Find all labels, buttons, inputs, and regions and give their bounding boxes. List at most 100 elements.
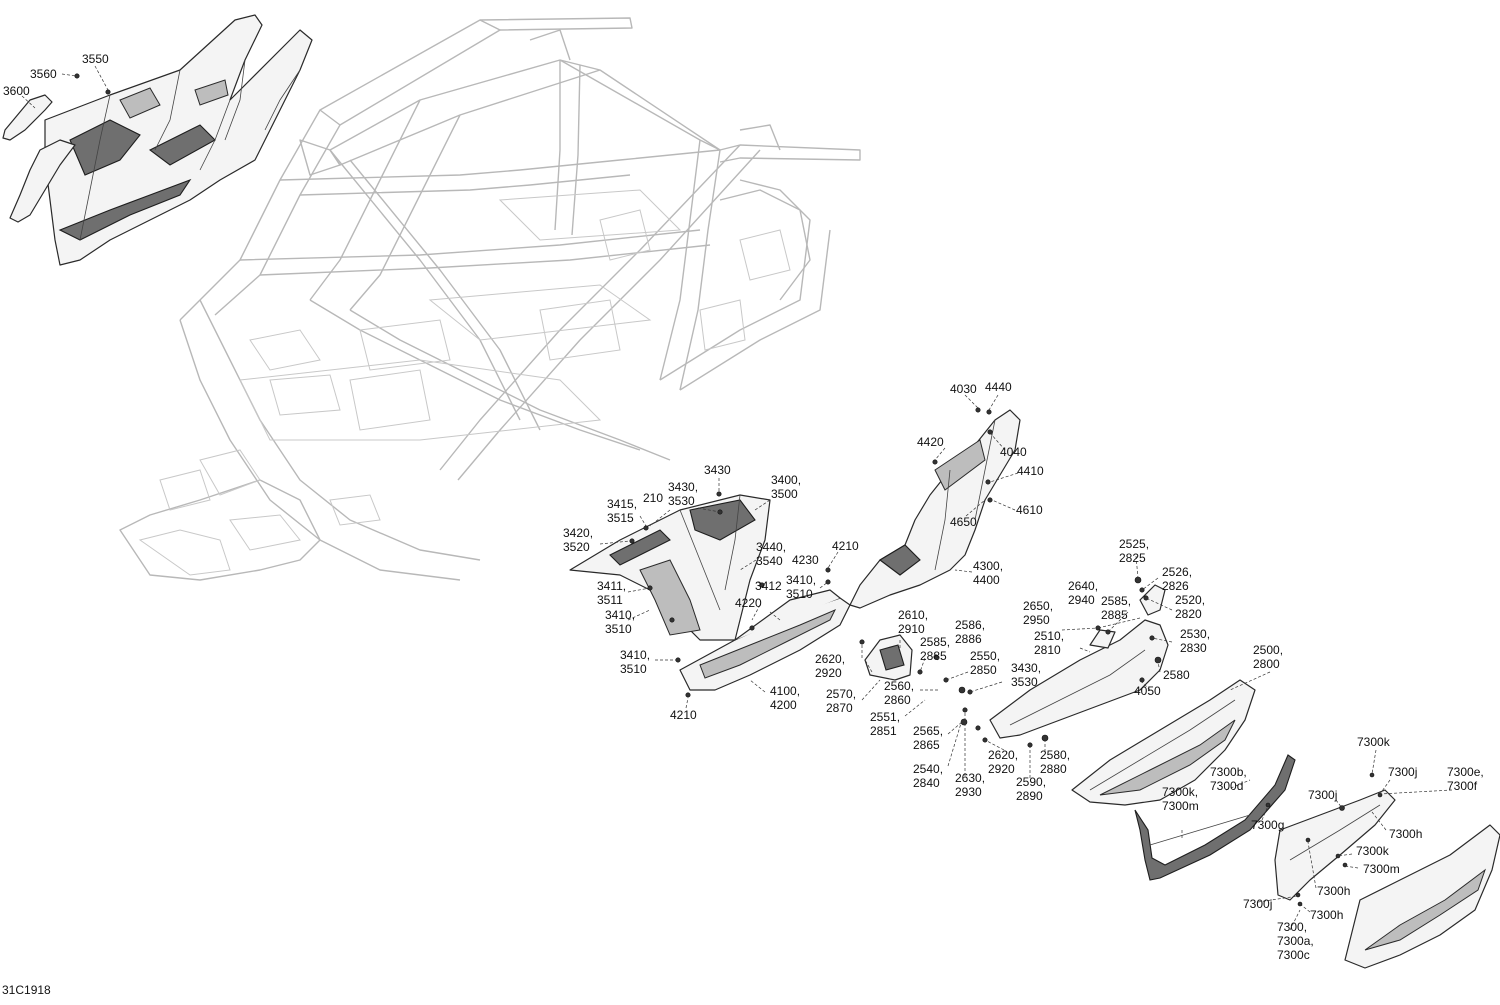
callout-line: 3500 xyxy=(771,487,798,501)
callout-label: 4040 xyxy=(1000,445,1027,459)
callout-line: 2640, xyxy=(1068,579,1098,593)
callout-label: 210 xyxy=(643,491,663,505)
callout-line: 2920 xyxy=(815,666,842,680)
callout-label: 2585,2885 xyxy=(1101,594,1131,622)
callout-line: 2520, xyxy=(1175,593,1205,607)
callout-line: 2890 xyxy=(1016,789,1043,803)
callout-label: 7300j xyxy=(1308,788,1337,802)
callout-line: 3412 xyxy=(755,579,782,593)
callout-line: 4610 xyxy=(1016,503,1043,517)
callout-line: 4410 xyxy=(1017,464,1044,478)
callout-line: 4230 xyxy=(792,553,819,567)
fastener xyxy=(987,497,993,503)
callout-label: 4210 xyxy=(832,539,859,553)
callout-label: 3410,3510 xyxy=(620,648,650,676)
fastener xyxy=(975,407,981,413)
callout-line: 7300c xyxy=(1277,948,1310,962)
callout-line: 4420 xyxy=(917,435,944,449)
callout-line: 3530 xyxy=(668,494,695,508)
fastener xyxy=(943,677,949,683)
callout-line: 2580 xyxy=(1163,668,1190,682)
callout-line: 3530 xyxy=(1011,675,1038,689)
callout-label: 2610,2910 xyxy=(898,608,928,636)
callout-label: 4030 xyxy=(950,382,977,396)
callout-label: 4440 xyxy=(985,380,1012,394)
callout-line: 2950 xyxy=(1023,613,1050,627)
fastener xyxy=(917,669,923,675)
callout-line: 2825 xyxy=(1119,551,1146,565)
callout-line: 2886 xyxy=(955,632,982,646)
fastener xyxy=(1265,802,1271,808)
door-net-strap xyxy=(1134,754,1296,881)
callout-label: 7300e,7300f xyxy=(1447,765,1484,793)
callout-label: 2620,2920 xyxy=(988,748,1018,776)
callout-line: 3411, xyxy=(597,579,626,593)
fastener xyxy=(1369,772,1375,778)
callout-line: 210 xyxy=(643,491,663,505)
callout-line: 2850 xyxy=(970,663,997,677)
fastener xyxy=(685,692,691,698)
leader-lines xyxy=(21,65,1453,931)
callout-label: 7300k xyxy=(1356,844,1390,858)
callout-line: 2885 xyxy=(1101,608,1128,622)
callout-label: 2526,2826 xyxy=(1162,565,1192,593)
callout-label: 4420 xyxy=(917,435,944,449)
callout-line: 7300d xyxy=(1210,779,1243,793)
callout-line: 7300k xyxy=(1356,844,1390,858)
callout-line: 2940 xyxy=(1068,593,1095,607)
fastener xyxy=(932,459,938,465)
callout-line: 2565, xyxy=(913,724,943,738)
fastener xyxy=(958,686,966,694)
callout-label: 7300j xyxy=(1243,897,1272,911)
callout-label: 3400,3500 xyxy=(771,473,801,501)
fastener xyxy=(962,707,968,713)
lower-door-panel xyxy=(1344,824,1500,969)
callout-line: 2826 xyxy=(1162,579,1189,593)
callout-line: 2830 xyxy=(1180,641,1207,655)
callout-line: 7300m xyxy=(1162,799,1199,813)
callout-line: 2620, xyxy=(815,652,845,666)
callout-label: 2570,2870 xyxy=(826,687,856,715)
outer-door-panel xyxy=(1071,679,1256,806)
callout-line: 2590, xyxy=(1016,775,1046,789)
callout-line: 4440 xyxy=(985,380,1012,394)
callout-label: 3412 xyxy=(755,579,782,593)
callout-line: 7300h xyxy=(1310,908,1343,922)
callout-line: 7300h xyxy=(1389,827,1422,841)
dash-end-cap xyxy=(2,94,53,141)
callout-line: 7300a, xyxy=(1277,934,1314,948)
callout-label: 4230 xyxy=(792,553,819,567)
callout-label: 2551,2851 xyxy=(870,710,900,738)
callout-line: 7300j xyxy=(1308,788,1337,802)
callout-line: 2560, xyxy=(884,679,914,693)
callout-label: 3415,3515 xyxy=(607,497,637,525)
fastener xyxy=(749,625,755,631)
fastener xyxy=(985,479,991,485)
callout-line: 2526, xyxy=(1162,565,1192,579)
callout-label: 2550,2850 xyxy=(970,649,1000,677)
fastener xyxy=(1154,656,1162,664)
fastener xyxy=(859,639,865,645)
vehicle-frame xyxy=(119,17,861,581)
fastener xyxy=(1339,805,1345,811)
callout-label: 2640,2940 xyxy=(1068,579,1098,607)
callout-line: 3550 xyxy=(82,52,109,66)
callout-line: 4210 xyxy=(670,708,697,722)
callout-label: 2500,2800 xyxy=(1253,643,1283,671)
callout-label: 2586,2886 xyxy=(955,618,985,646)
callout-line: 2510, xyxy=(1034,629,1064,643)
fastener xyxy=(1305,837,1311,843)
callout-label: 3411,3511 xyxy=(597,579,626,607)
callout-label: 2590,2890 xyxy=(1016,775,1046,803)
callout-label: 3560 xyxy=(30,67,57,81)
callout-label: 7300j xyxy=(1388,765,1417,779)
callout-label: 3440,3540 xyxy=(756,540,786,568)
callout-line: 3410, xyxy=(605,608,635,622)
callout-line: 7300e, xyxy=(1447,765,1484,779)
fastener xyxy=(960,718,968,726)
callout-label: 2530,2830 xyxy=(1180,627,1210,655)
callout-line: 2525, xyxy=(1119,537,1149,551)
callout-line: 2920 xyxy=(988,762,1015,776)
